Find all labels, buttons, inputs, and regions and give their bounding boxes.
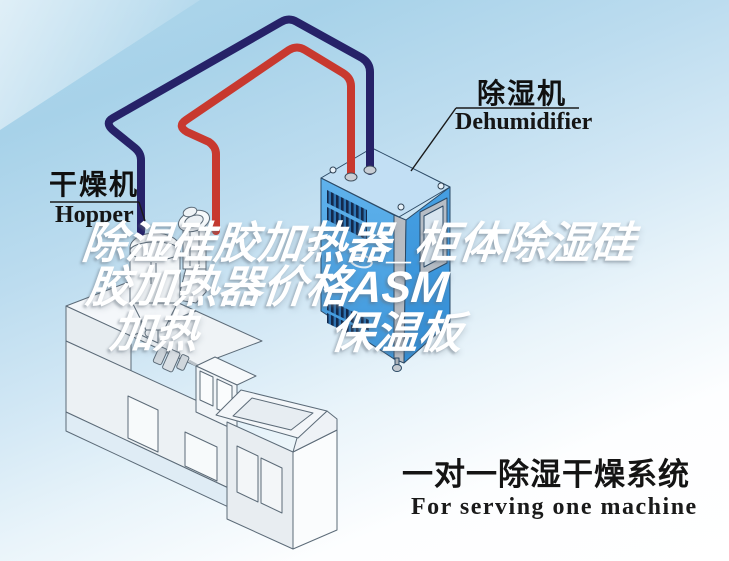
watermark-line-2: 胶加热器价格ASM	[83, 263, 451, 312]
nameplate-oval	[349, 253, 373, 269]
pipe-connector-collars	[344, 165, 377, 182]
return-pipe	[177, 43, 355, 235]
hopper-dryer	[129, 206, 211, 344]
lifting-eyelets	[329, 166, 445, 211]
dehumidifier-label-zh: 除湿机	[477, 78, 568, 109]
watermark-line-3-left: 加热	[107, 308, 201, 357]
dehumidifier-unit	[320, 147, 451, 372]
injection-barrel	[152, 346, 199, 373]
hopper-leader-line	[138, 201, 146, 222]
dehumidifier-label-en: Dehumidifier	[455, 109, 593, 135]
caption-en: For serving one machine	[411, 494, 698, 520]
caster-foot	[392, 357, 402, 372]
louvre-vents	[327, 190, 369, 342]
dehumidifier-leader-line	[410, 107, 457, 172]
caption-zh: 一对一除湿干燥系统	[402, 457, 690, 492]
watermark-line-1: 除湿硅胶加热器_柜体除湿硅	[79, 219, 638, 268]
supply-pipe	[104, 15, 374, 236]
hopper-label-zh: 干燥机	[49, 169, 140, 200]
molding-machine	[65, 280, 338, 550]
hopper-label-en: Hopper	[55, 202, 134, 228]
watermark-line-3-right: 保温板	[327, 309, 465, 358]
